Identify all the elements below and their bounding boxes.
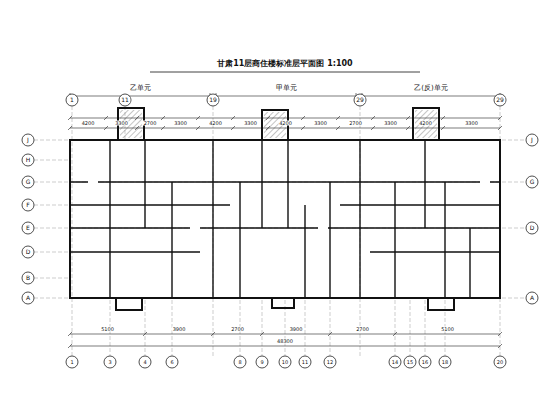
- dimension-tick: [196, 116, 200, 120]
- axis-number: 3: [107, 360, 112, 365]
- axis-number: 15: [406, 360, 414, 365]
- dimension-text: 3300: [243, 121, 258, 126]
- axis-letter: J: [26, 137, 30, 143]
- dimension-tick: [143, 332, 147, 336]
- dimension-tick: [328, 332, 332, 336]
- dimension-tick: [301, 126, 305, 130]
- axis-number: 29: [495, 97, 505, 103]
- axis-number: 10: [281, 360, 289, 365]
- dimension-tick: [301, 116, 305, 120]
- unit-name: 甲单元: [275, 85, 298, 92]
- axis-number: 11: [301, 360, 309, 365]
- axis-letter: G: [529, 179, 536, 185]
- axis-number: 14: [391, 360, 399, 365]
- axis-number: 29: [355, 97, 365, 103]
- axis-letter: A: [25, 295, 31, 301]
- dimension-text: 3300: [173, 121, 188, 126]
- dimension-tick: [231, 116, 235, 120]
- drawing-title: 甘肃11层商住楼标准层平面图 1:100: [216, 60, 353, 68]
- dimension-tick: [441, 126, 445, 130]
- dimension-tick: [68, 344, 72, 348]
- dimension-text: 3300: [464, 121, 479, 126]
- dimension-tick: [231, 126, 235, 130]
- dimension-tick: [196, 126, 200, 130]
- axis-number: 6: [169, 360, 174, 365]
- dimension-text: 3300: [114, 121, 129, 126]
- dimension-tick: [498, 344, 502, 348]
- axis-number: 1: [69, 97, 75, 103]
- dimension-tick: [68, 332, 72, 336]
- axis-letter: G: [25, 179, 32, 185]
- dimension-text: 3300: [383, 121, 398, 126]
- dimension-tick: [406, 116, 410, 120]
- axis-number: 19: [208, 97, 218, 103]
- dimension-tick: [68, 126, 72, 130]
- dimension-tick: [371, 126, 375, 130]
- dimension-text: 2700: [355, 327, 370, 332]
- dimension-text: 5100: [100, 327, 115, 332]
- dimension-tick: [161, 116, 165, 120]
- axis-letter: D: [529, 225, 536, 231]
- axis-letter: A: [529, 295, 535, 301]
- dimension-tick: [498, 116, 502, 120]
- dimension-tick: [211, 332, 215, 336]
- unit-name: 乙(反)单元: [413, 85, 448, 92]
- axis-number: 11: [120, 97, 130, 103]
- axis-number: 18: [441, 360, 449, 365]
- axis-letter: D: [25, 249, 32, 255]
- axis-letter: B: [25, 275, 31, 281]
- dimension-text: 2700: [143, 121, 158, 126]
- axis-letter: H: [25, 157, 32, 163]
- axis-number: 1: [69, 360, 74, 365]
- unit-name: 乙单元: [129, 85, 152, 92]
- dimension-tick: [336, 116, 340, 120]
- dimension-tick: [104, 116, 108, 120]
- axis-number: 9: [259, 360, 264, 365]
- dimension-text: 5100: [440, 327, 455, 332]
- dimension-text: 4200: [208, 121, 223, 126]
- axis-number: 20: [496, 360, 504, 365]
- dimension-text: 4200: [418, 121, 433, 126]
- dimension-tick: [498, 126, 502, 130]
- dimension-tick: [161, 126, 165, 130]
- dimension-text: 3900: [172, 327, 187, 332]
- dimension-text: 3900: [289, 327, 304, 332]
- dimension-tick: [498, 332, 502, 336]
- axis-letter: E: [25, 225, 31, 231]
- axis-number: 8: [237, 360, 242, 365]
- dimension-text: 2700: [348, 121, 363, 126]
- axis-letter: J: [530, 137, 534, 143]
- dimension-tick: [371, 116, 375, 120]
- axis-letter: F: [25, 202, 30, 208]
- dimension-tick: [104, 126, 108, 130]
- dimension-tick: [393, 332, 397, 336]
- dimension-tick: [68, 116, 72, 120]
- dimension-text: 4200: [81, 121, 96, 126]
- dimension-tick: [336, 126, 340, 130]
- dimension-tick: [260, 332, 264, 336]
- dimension-tick: [406, 126, 410, 130]
- dimension-text: 4200: [278, 121, 293, 126]
- dimension-text: 3300: [313, 121, 328, 126]
- axis-number: 12: [326, 360, 334, 365]
- axis-number: 4: [142, 360, 147, 365]
- dimension-tick: [441, 116, 445, 120]
- overall-dimension: 48300: [276, 339, 294, 344]
- axis-number: 16: [421, 360, 429, 365]
- dimension-text: 2700: [230, 327, 245, 332]
